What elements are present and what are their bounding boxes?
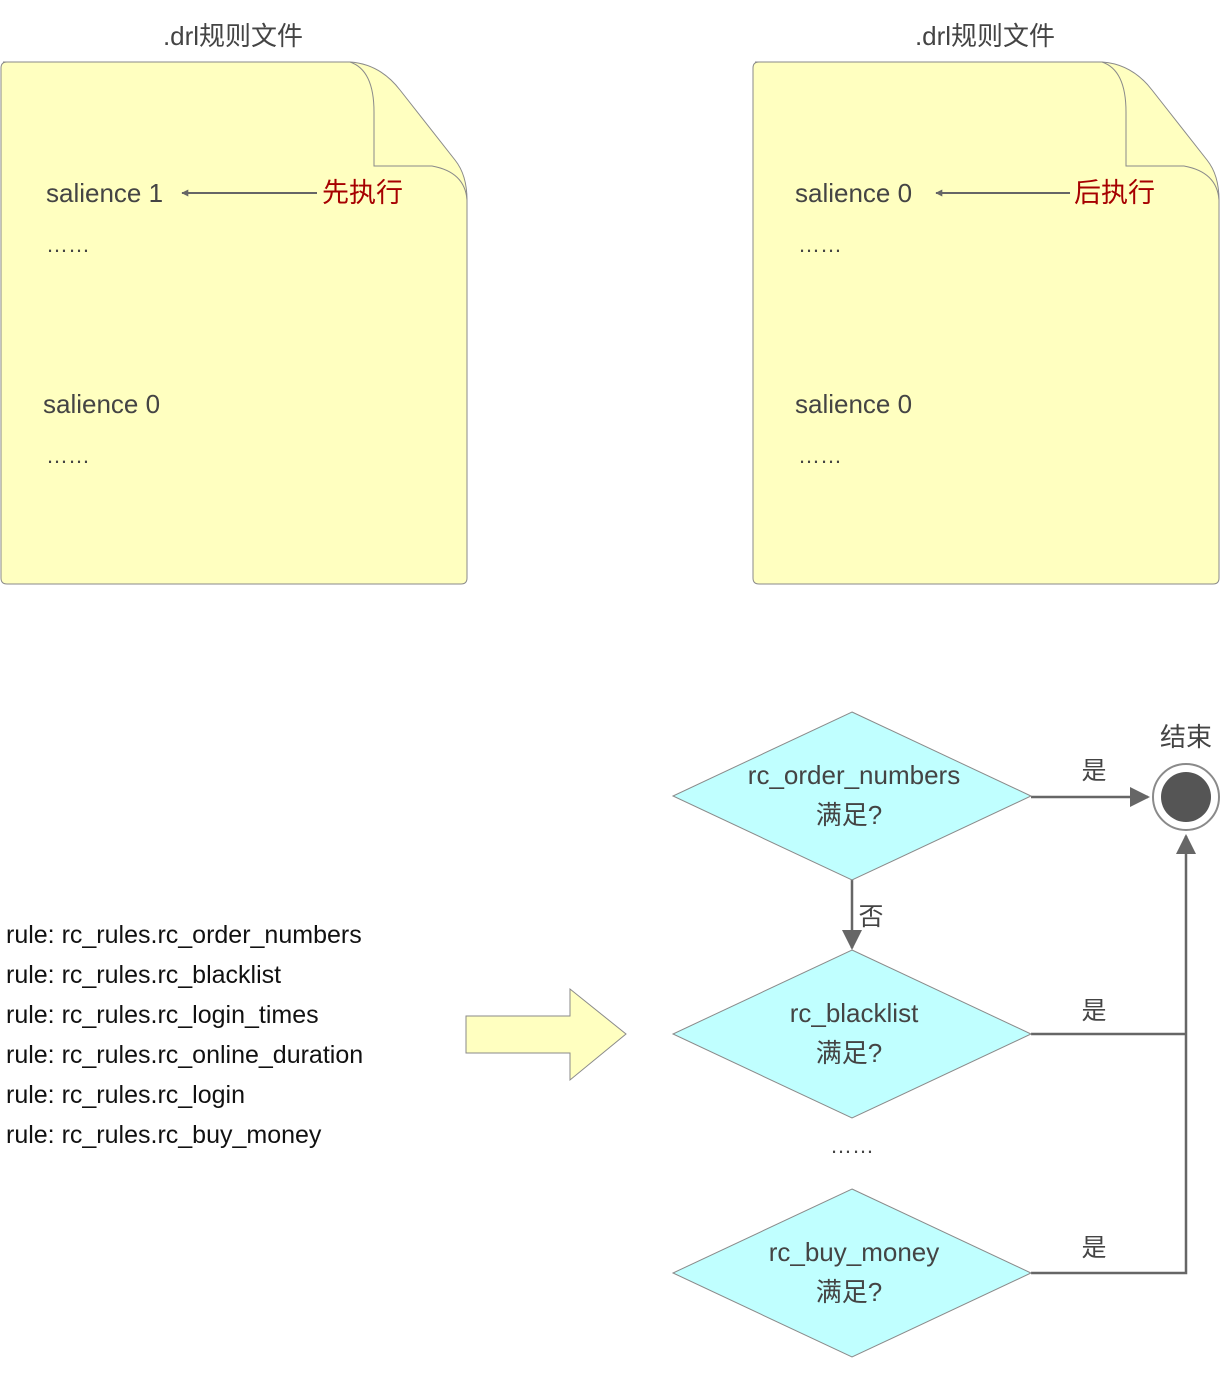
file-2-ellipsis-1: ……	[798, 232, 842, 257]
rule-item: rule: rc_rules.rc_buy_money	[6, 1121, 322, 1149]
yes-label-1: 是	[1081, 757, 1106, 785]
file-1-page-fold	[349, 61, 468, 201]
decision-question: 满足?	[816, 800, 882, 830]
decision-name: rc_blacklist	[790, 998, 919, 1028]
file-2-salience-second: salience 0	[795, 389, 912, 419]
rule-item: rule: rc_rules.rc_online_duration	[6, 1041, 363, 1069]
file-1-ellipsis-2: ……	[46, 443, 90, 468]
file-2-page-fold	[1101, 61, 1220, 201]
rule-item: rule: rc_rules.rc_blacklist	[6, 961, 281, 989]
file-2-ellipsis-2: ……	[798, 443, 842, 468]
file-1-salience-first: salience 1	[46, 178, 163, 208]
file-1-page	[0, 61, 468, 585]
decision-diamond	[671, 711, 1033, 881]
end-inner-dot	[1161, 772, 1211, 822]
decision-diamond	[671, 949, 1033, 1119]
rule-item: rule: rc_rules.rc_login	[6, 1081, 245, 1109]
yes-label-2: 是	[1081, 997, 1106, 1025]
rule-item: rule: rc_rules.rc_login_times	[6, 1001, 319, 1029]
decision-buy-money: rc_buy_money 满足?	[671, 1188, 1033, 1358]
end-label: 结束	[1160, 722, 1212, 752]
rule-item: rule: rc_rules.rc_order_numbers	[6, 921, 362, 949]
flow-ellipsis: ……	[830, 1133, 874, 1158]
decision-question: 满足?	[816, 1038, 882, 1068]
decision-diamond	[671, 1188, 1033, 1358]
yes-label-3: 是	[1081, 1234, 1106, 1262]
decision-blacklist: rc_blacklist 满足?	[671, 949, 1033, 1119]
decision-name: rc_buy_money	[769, 1237, 940, 1267]
rule-list: rule: rc_rules.rc_order_numbers rule: rc…	[6, 921, 363, 1149]
flow-connectors	[842, 787, 1196, 1275]
file-1-annotation: 先执行	[322, 178, 403, 208]
file-1-title: .drl规则文件	[163, 21, 303, 51]
transition-arrow	[465, 987, 627, 1082]
file-1-ellipsis-1: ……	[46, 232, 90, 257]
drl-file-1: .drl规则文件 salience 1 先执行 …… salience 0 ……	[0, 21, 468, 585]
file-2-salience-first: salience 0	[795, 178, 912, 208]
drl-file-2: .drl规则文件 salience 0 后执行 …… salience 0 ……	[752, 21, 1220, 585]
file-2-title: .drl规则文件	[915, 21, 1055, 51]
file-1-salience-second: salience 0	[43, 389, 160, 419]
decision-order-numbers: rc_order_numbers 满足?	[671, 711, 1033, 881]
no-label: 否	[858, 903, 883, 931]
yes-line-3	[1031, 834, 1196, 1275]
file-2-annotation: 后执行	[1074, 178, 1155, 208]
end-node: 结束	[1152, 722, 1220, 831]
decision-question: 满足?	[816, 1277, 882, 1307]
decision-name: rc_order_numbers	[748, 760, 960, 790]
file-2-page	[752, 61, 1220, 585]
